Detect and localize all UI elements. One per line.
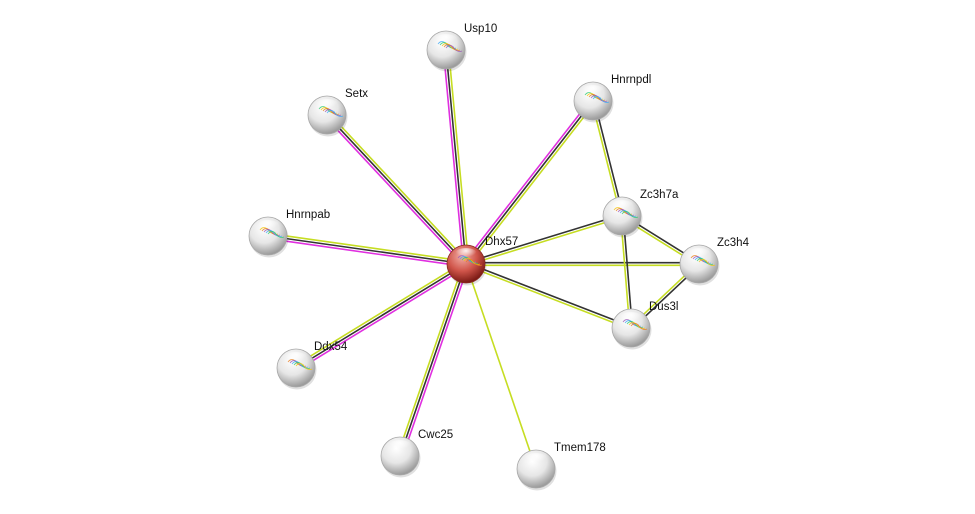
edge-hnrnpdl-zc3h7a[interactable]	[590, 100, 625, 217]
edge-dhx57-dus3l[interactable]	[465, 262, 632, 330]
node-label: Dhx57	[485, 236, 518, 248]
edge-line-textmining	[396, 262, 465, 456]
edge-dhx57-tmem178[interactable]	[465, 263, 537, 470]
edge-line-textmining	[268, 232, 467, 263]
node-ddx54[interactable]: Ddx54	[276, 341, 348, 390]
edge-line-coexpression	[465, 100, 594, 265]
node-highlight	[388, 440, 412, 454]
edge-line-textmining	[466, 216, 623, 267]
edge-dhx57-ddx54[interactable]	[294, 261, 468, 371]
node-label: Zc3h4	[717, 237, 750, 249]
node-zc3h4[interactable]: Zc3h4	[679, 237, 750, 286]
node-highlight	[315, 99, 339, 113]
node-highlight	[610, 200, 634, 214]
edge-line-coexpression	[399, 263, 467, 457]
node-dus3l[interactable]: Dus3l	[611, 301, 678, 350]
node-hnrnpdl[interactable]: Hnrnpdl	[573, 74, 651, 123]
edge-line-coexpression	[445, 49, 467, 265]
node-cwc25[interactable]: Cwc25	[380, 429, 453, 478]
node-highlight	[256, 220, 280, 234]
node-label: Cwc25	[418, 429, 453, 441]
node-label: Hnrnpdl	[611, 74, 651, 86]
node-highlight	[434, 34, 458, 48]
edge-dhx57-setx[interactable]	[324, 112, 469, 267]
edge-dhx57-zc3h4[interactable]	[466, 261, 699, 267]
edges-layer	[267, 49, 701, 470]
node-highlight	[619, 312, 643, 326]
edge-line-textmining	[590, 101, 622, 217]
node-label: Usp10	[464, 23, 497, 35]
node-usp10[interactable]: Usp10	[426, 23, 497, 72]
edge-line-coexpression	[465, 213, 622, 264]
edge-line-experiments	[463, 98, 592, 263]
edge-line-textmining	[294, 261, 466, 367]
edge-dhx57-cwc25[interactable]	[396, 262, 470, 458]
edge-line-coexpression	[593, 100, 625, 216]
node-highlight	[454, 248, 478, 262]
edge-line-experiments	[296, 265, 468, 371]
edge-line-coexpression	[267, 235, 467, 265]
edge-line-textmining	[465, 263, 537, 470]
edge-line-experiments	[401, 264, 470, 458]
node-dhx57[interactable]: Dhx57	[446, 236, 518, 286]
edge-dhx57-hnrnpab[interactable]	[267, 232, 467, 268]
edge-dhx57-hnrnpdl[interactable]	[463, 98, 596, 267]
node-highlight	[284, 352, 308, 366]
node-tmem178[interactable]: Tmem178	[516, 442, 606, 491]
node-highlight	[524, 453, 548, 467]
edge-line-textmining	[328, 112, 469, 263]
node-label: Hnrnpab	[286, 209, 330, 221]
edge-line-coexpression	[326, 114, 467, 265]
edge-line-textmining	[467, 102, 596, 267]
edge-line-textmining	[465, 264, 631, 330]
node-hnrnpab[interactable]: Hnrnpab	[248, 209, 330, 258]
edge-line-coexpression	[295, 263, 467, 369]
node-label: Setx	[345, 88, 368, 100]
edge-dhx57-usp10[interactable]	[442, 49, 470, 265]
node-setx[interactable]: Setx	[307, 88, 368, 137]
node-highlight	[687, 248, 711, 262]
node-zc3h7a[interactable]: Zc3h7a	[602, 189, 679, 238]
node-label: Zc3h7a	[640, 189, 679, 201]
edge-line-coexpression	[466, 262, 632, 328]
edge-line-experiments	[267, 237, 466, 268]
node-label: Ddx54	[314, 341, 348, 353]
node-label: Dus3l	[649, 301, 678, 313]
edge-dhx57-zc3h7a[interactable]	[465, 213, 623, 267]
node-highlight	[581, 85, 605, 99]
edge-line-experiments	[324, 116, 465, 267]
edge-line-textmining	[447, 49, 470, 264]
edge-line-experiments	[442, 50, 465, 265]
node-label: Tmem178	[554, 442, 606, 454]
